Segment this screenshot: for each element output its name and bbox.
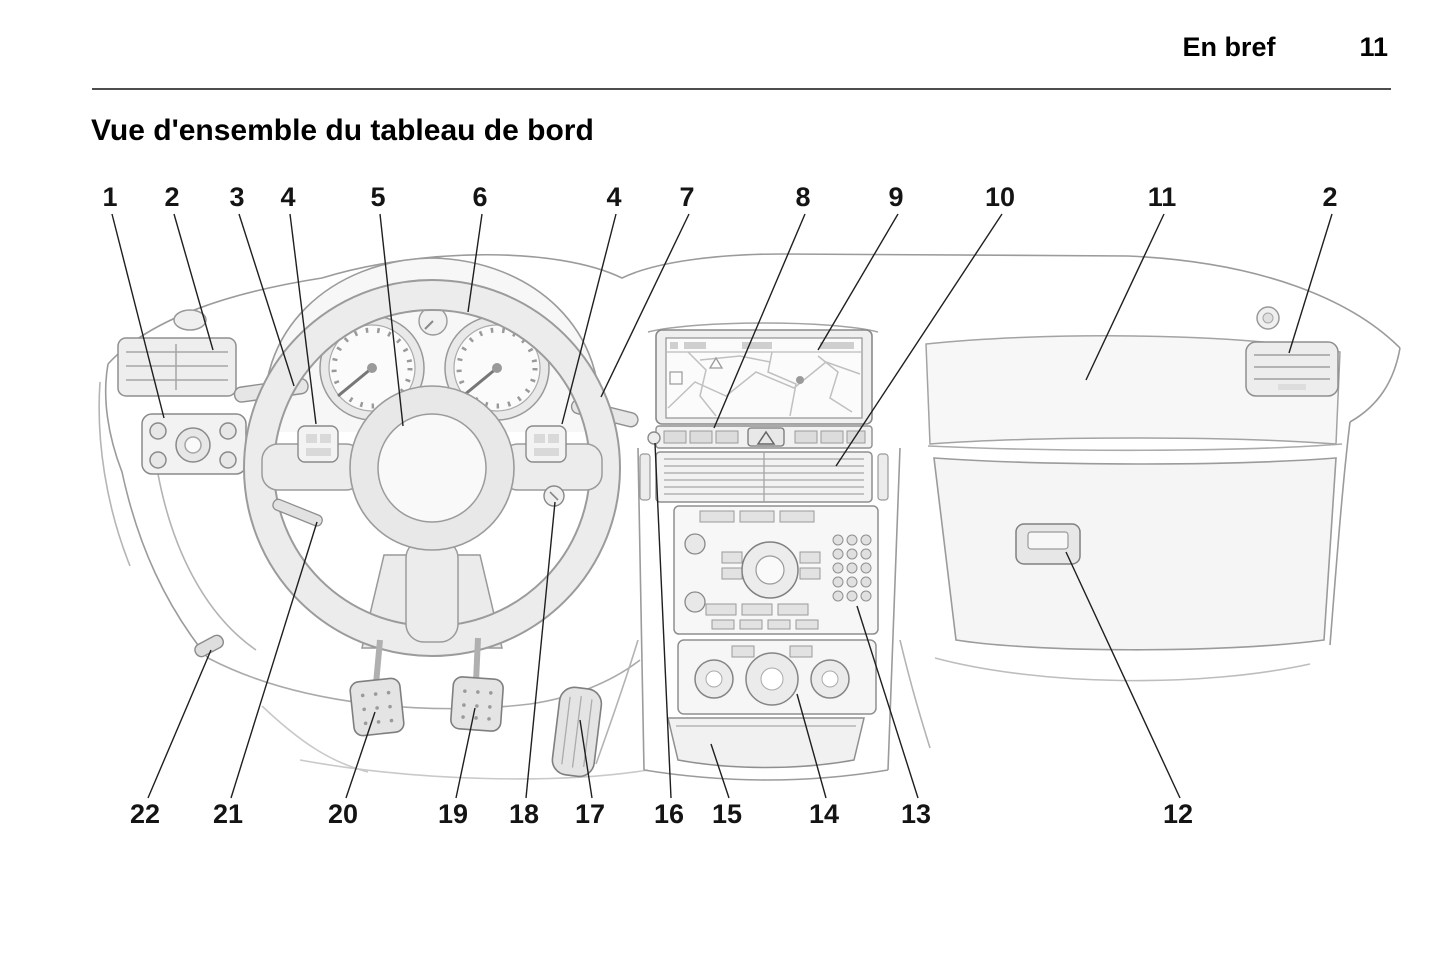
- hazard-button: [747, 427, 785, 447]
- callout-top-11: 11: [1147, 182, 1177, 212]
- radio-unit: [673, 505, 879, 635]
- hazard-triangle-icon: [756, 430, 776, 445]
- storage-tray: [667, 717, 865, 769]
- clutch-pedal: [349, 677, 405, 737]
- radio-left-knob-2: [684, 591, 706, 613]
- page-number: 11: [1359, 32, 1388, 62]
- climate-controls: [677, 639, 877, 715]
- light-sensor: [647, 431, 661, 445]
- passenger-airbag-panel: [925, 335, 1341, 445]
- callout-bottom-6: 16: [653, 799, 685, 829]
- left-air-vent: [117, 337, 237, 397]
- callout-top-12: 2: [1322, 182, 1338, 212]
- light-switch-panel: [141, 413, 247, 475]
- hazard-button-row: [655, 425, 873, 449]
- brake-pedal: [450, 676, 504, 732]
- callout-bottom-2: 20: [327, 799, 359, 829]
- column-adjust-lever: [272, 498, 323, 527]
- mirror-adjust-knob: [173, 309, 207, 331]
- callout-bottom-10: 12: [1162, 799, 1194, 829]
- hood-release-lever: [194, 634, 224, 658]
- accelerator-pedal: [551, 686, 603, 778]
- page-title: Vue d'ensemble du tableau de bord: [91, 114, 594, 147]
- steering-wheel: [242, 279, 621, 657]
- right-air-vent: [1245, 341, 1339, 397]
- callout-top-2: 3: [229, 182, 245, 212]
- callout-top-6: 4: [606, 182, 622, 212]
- callout-top-1: 2: [164, 182, 180, 212]
- callout-top-10: 10: [984, 182, 1016, 212]
- callout-top-3: 4: [280, 182, 296, 212]
- radio-left-knob: [684, 533, 706, 555]
- center-console: [595, 322, 931, 781]
- screen-status-bar: [670, 342, 854, 349]
- map-scale-icon: [669, 371, 683, 385]
- callout-top-8: 8: [795, 182, 811, 212]
- map-position-marker: [796, 376, 804, 384]
- callout-top-4: 5: [370, 182, 386, 212]
- callout-bottom-8: 14: [808, 799, 840, 829]
- bottom-spoke: [405, 539, 459, 643]
- glovebox: [933, 457, 1337, 651]
- callout-top-9: 9: [888, 182, 904, 212]
- callout-bottom-0: 22: [129, 799, 161, 829]
- navigation-display: [655, 329, 873, 425]
- ignition-switch: [543, 485, 565, 507]
- callout-bottom-7: 15: [711, 799, 743, 829]
- right-side-vent-slot: [877, 453, 889, 501]
- driver-airbag-pad: [377, 413, 487, 523]
- callout-bottom-9: 13: [900, 799, 932, 829]
- map-roads: [667, 351, 861, 417]
- callout-top-5: 6: [472, 182, 488, 212]
- glovebox-latch: [1015, 523, 1081, 565]
- center-air-vents: [639, 451, 889, 503]
- callout-top-7: 7: [679, 182, 695, 212]
- header-rule: [92, 88, 1391, 90]
- map-warning-icon: [708, 356, 724, 369]
- callout-bottom-3: 19: [437, 799, 469, 829]
- speedometer-gauge: [444, 315, 550, 421]
- callout-bottom-5: 17: [574, 799, 606, 829]
- tweeter-speaker: [1256, 306, 1280, 330]
- radio-keypad: [832, 534, 872, 602]
- callout-leader-lines: [111, 213, 1333, 799]
- left-side-vent-slot: [639, 453, 651, 501]
- callout-bottom-1: 21: [212, 799, 244, 829]
- section-title: En bref: [1182, 32, 1276, 62]
- callout-top-0: 1: [102, 182, 118, 212]
- right-wheel-remote-buttons: [525, 425, 567, 463]
- pedals: [349, 637, 603, 778]
- left-wheel-remote-buttons: [297, 425, 339, 463]
- callout-bottom-4: 18: [508, 799, 540, 829]
- page-header: En bref 11: [1182, 32, 1388, 63]
